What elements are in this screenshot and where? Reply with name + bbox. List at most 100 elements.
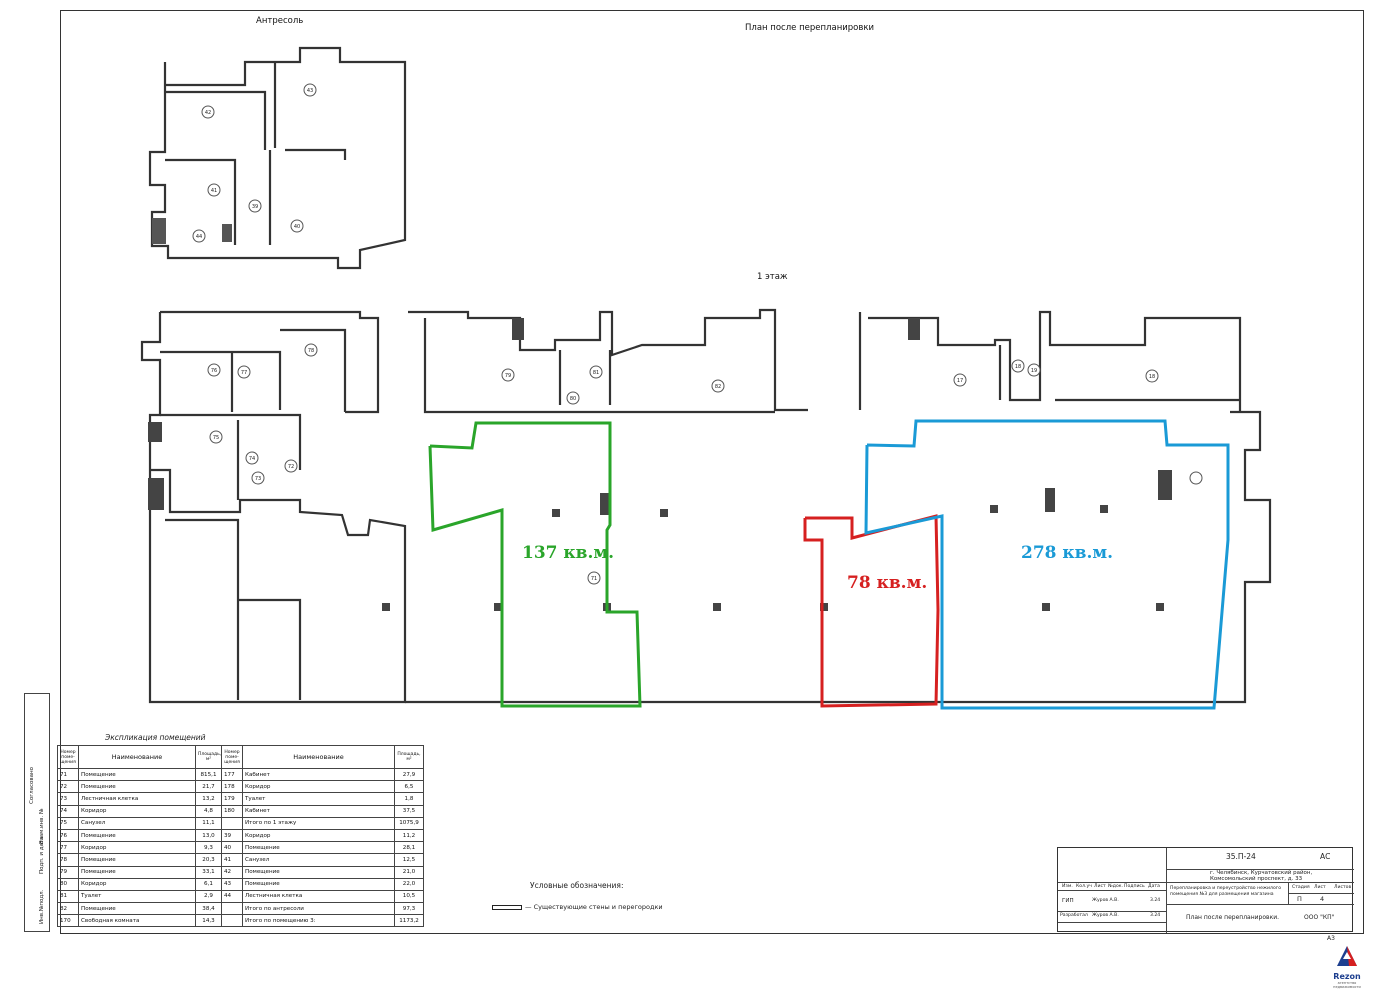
- room-number: 18: [1015, 364, 1021, 370]
- header-area-right: Площадь, м²: [394, 745, 424, 769]
- project-line-1: Перепланировка и переустройство нежилого: [1170, 886, 1282, 891]
- cell-name: Помещение: [242, 865, 395, 879]
- room-number: 39: [252, 204, 258, 210]
- columns: [148, 318, 1172, 611]
- room-number: 18: [1149, 374, 1155, 380]
- area-outline-137: [428, 421, 642, 708]
- room-number: 79: [505, 373, 511, 379]
- address-line-1: г. Челябинск, Курчатовский район,: [1210, 870, 1313, 876]
- area-outline-278: [864, 419, 1230, 710]
- cell-name: Туалет: [242, 792, 395, 806]
- cell-name: Итого по антресоли: [242, 902, 395, 916]
- approval-strip: Согласовано Взам.инв. № Подп. и дата Инв…: [24, 693, 50, 932]
- cell-num: 178: [221, 780, 243, 794]
- cell-name: Помещение: [78, 902, 196, 916]
- room-circles: [192, 83, 1203, 585]
- cell-name: Помещение: [242, 841, 395, 855]
- cell-num: 42: [221, 865, 243, 879]
- cell-name: Итого по 1 этажу: [242, 816, 395, 830]
- room-number: 81: [593, 370, 599, 376]
- cell-num: 41: [221, 853, 243, 867]
- cell-area: 815,1: [195, 767, 222, 782]
- cell-area: 1075,9: [394, 816, 424, 830]
- sheet-frame: [60, 10, 1364, 934]
- col-list: Лист: [1094, 884, 1106, 889]
- room-number: 72: [288, 464, 294, 470]
- cell-num: 43: [221, 877, 243, 891]
- cell-num: 177: [221, 767, 243, 782]
- title-block: 35.П-24 АС г. Челябинск, Курчатовский ра…: [1057, 847, 1354, 933]
- explication-title: Экспликация помещений: [105, 733, 206, 742]
- cell-num: 79: [57, 865, 79, 879]
- name-1: Журов А.В.: [1092, 898, 1119, 903]
- cell-num: 76: [57, 828, 79, 843]
- cell-name: Лестничная клетка: [242, 889, 395, 904]
- cell-num: 74: [57, 804, 79, 818]
- explication-table: Номер поме-щения Наименование Площадь, м…: [57, 745, 424, 928]
- area-outline-78: [803, 514, 940, 708]
- cell-name: Коридор: [78, 804, 196, 818]
- cell-name: Кабинет: [242, 804, 395, 818]
- plan-heading: План после перепланировки: [745, 23, 875, 33]
- room-number: 73: [255, 476, 261, 482]
- room-number: 71: [591, 576, 597, 582]
- room-number: 19: [1031, 368, 1037, 374]
- room-number: 77: [241, 370, 247, 376]
- cell-name: Свободная комната: [78, 914, 196, 928]
- header-name-left: Наименование: [78, 745, 196, 769]
- approval-label-3: Подп. и дата: [39, 836, 45, 874]
- cell-name: Помещение: [78, 853, 196, 867]
- cell-num: 75: [57, 816, 79, 830]
- cell-area: 12,5: [394, 853, 424, 867]
- cell-name: Туалет: [78, 889, 196, 904]
- room-number: 43: [307, 88, 313, 94]
- area-label-137: 137 кв.м.: [522, 543, 615, 563]
- role-1: ГИП: [1062, 898, 1074, 904]
- col-ndok: №док.: [1108, 884, 1123, 889]
- cell-name: Коридор: [242, 780, 395, 794]
- rezon-logo-mark: [1337, 946, 1357, 966]
- cell-num: 44: [221, 889, 243, 904]
- address-line-2: Комсомольский проспект, д. 33: [1210, 876, 1303, 882]
- rezon-logo-sub: агентство недвижимости: [1333, 981, 1361, 989]
- paper-format: А3: [1327, 935, 1335, 942]
- cell-name: Коридор: [78, 877, 196, 891]
- room-number: 78: [308, 348, 314, 354]
- project-line-2: помещения №3 для размещения магазина: [1170, 892, 1274, 897]
- room-number: 75: [213, 435, 219, 441]
- cell-num: 82: [57, 902, 79, 916]
- cell-num: 71: [57, 767, 79, 782]
- cell-num: [221, 914, 243, 928]
- cell-num: 81: [57, 889, 79, 904]
- area-label-78: 78 кв.м.: [847, 573, 928, 593]
- col-data: Дата: [1148, 884, 1160, 889]
- cell-name: Коридор: [242, 828, 395, 843]
- area-label-278: 278 кв.м.: [1021, 543, 1114, 563]
- cell-area: 1173,2: [394, 914, 424, 928]
- cell-area: 2,9: [195, 889, 222, 904]
- mezzanine-walls: [148, 46, 407, 270]
- date-1: 3.24: [1150, 898, 1161, 903]
- cell-area: 6,5: [394, 780, 424, 794]
- col-podp: Подпись: [1124, 884, 1145, 889]
- cell-num: [221, 902, 243, 916]
- cell-area: 27,9: [394, 767, 424, 782]
- header-area-left: Площадь, м²: [195, 745, 222, 769]
- col-kol: Кол.уч: [1076, 884, 1092, 889]
- header-num-right: Номер поме-щения: [221, 745, 243, 769]
- project-code-suffix: АС: [1320, 852, 1331, 861]
- cell-area: 20,3: [195, 853, 222, 867]
- room-number: 80: [570, 396, 576, 402]
- cell-area: 33,1: [195, 865, 222, 879]
- room-number: 40: [294, 224, 300, 230]
- rezon-logo: Rezon агентство недвижимости: [1325, 944, 1369, 996]
- cell-area: 1,8: [394, 792, 424, 806]
- cell-area: 4,8: [195, 804, 222, 818]
